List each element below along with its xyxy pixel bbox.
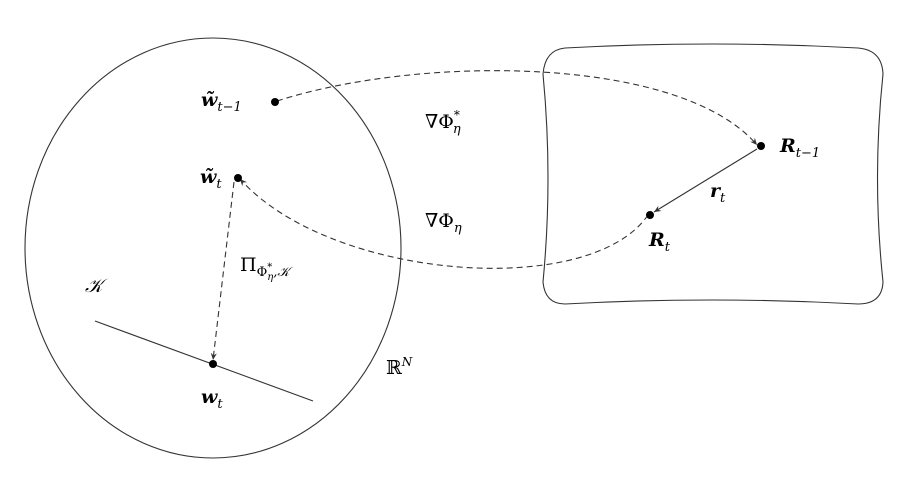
point-w: [209, 360, 217, 368]
dual-space-region: [542, 43, 884, 305]
point-w-tilde-prev: [271, 98, 279, 106]
constraint-set-line: [94, 320, 314, 402]
grad-conj-arrow: [276, 70, 758, 146]
point-w-tilde: [234, 174, 242, 182]
label-grad: ∇Φη: [425, 210, 462, 236]
label-w: wt: [201, 386, 223, 412]
label-R-prev: Rt−1: [779, 135, 820, 161]
label-R: Rt: [648, 229, 671, 255]
primal-space-region: [24, 37, 402, 459]
label-grad-conj: ∇Φ*η: [425, 108, 461, 137]
label-primal-space: ℝN: [386, 355, 413, 379]
point-R-prev: [757, 142, 765, 150]
point-R: [646, 211, 654, 219]
label-w-tilde: w̃t: [200, 166, 222, 192]
label-r: rt: [710, 180, 726, 206]
r-arrow: [653, 148, 758, 213]
label-projection: ΠΦ*η,𝒦: [240, 254, 293, 283]
label-constraint-set: 𝒦: [85, 275, 109, 297]
projection-arrow: [210, 181, 235, 361]
grad-arrow: [239, 178, 649, 269]
label-w-tilde-prev: w̃t−1: [201, 89, 242, 115]
